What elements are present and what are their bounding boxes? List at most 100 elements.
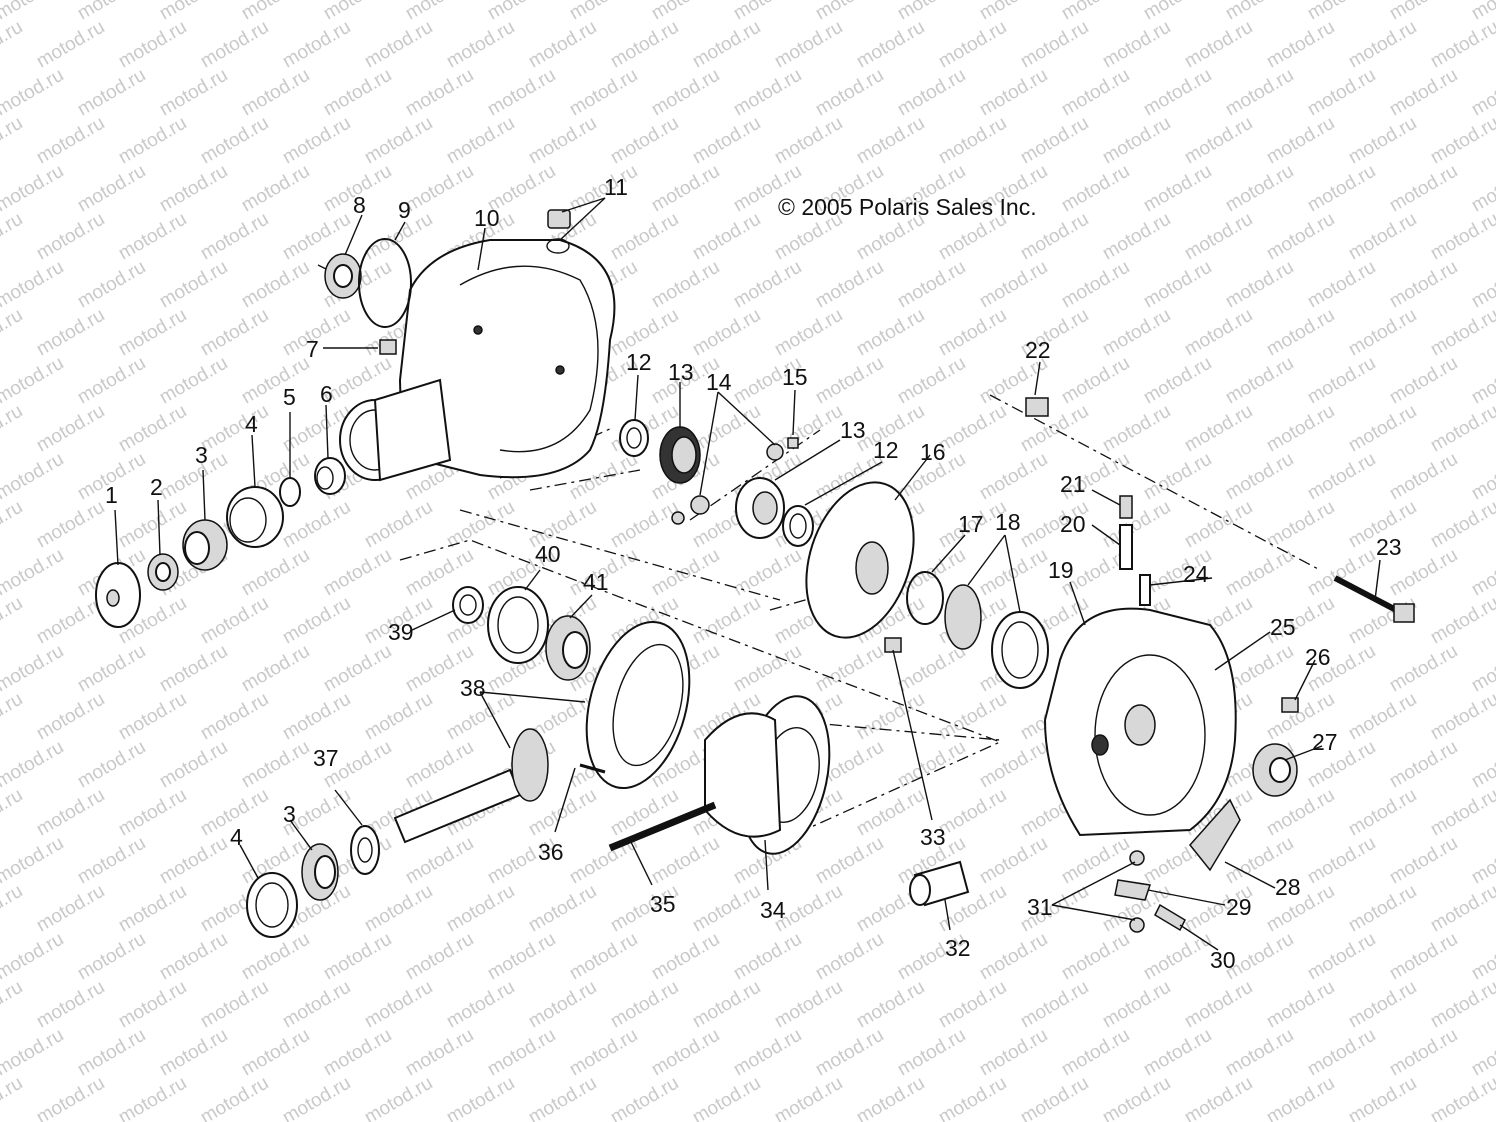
watermark-text: motod.ru: [115, 689, 190, 745]
watermark-text: motod.ru: [607, 977, 682, 1033]
watermark-text: motod.ru: [0, 401, 26, 457]
watermark-text: motod.ru: [812, 1025, 887, 1081]
watermark-text: motod.ru: [1099, 1073, 1174, 1122]
watermark-text: motod.ru: [443, 17, 518, 73]
watermark-text: motod.ru: [935, 785, 1010, 841]
watermark-text: motod.ru: [1058, 65, 1133, 121]
watermark-text: motod.ru: [1181, 209, 1256, 265]
watermark-text: motod.ru: [1263, 305, 1338, 361]
watermark-text: motod.ru: [1140, 161, 1215, 217]
washer-12-a: [619, 419, 649, 457]
screw-15: [787, 437, 799, 449]
washer-37: [350, 825, 380, 875]
pinion-shaft-38: [393, 728, 549, 844]
watermark-text: motod.ru: [115, 785, 190, 841]
watermark-text: motod.ru: [238, 353, 313, 409]
watermark-text: motod.ru: [730, 545, 805, 601]
watermark-text: motod.ru: [935, 689, 1010, 745]
watermark-text: motod.ru: [730, 65, 805, 121]
watermark-text: motod.ru: [730, 257, 805, 313]
callout-34: 34: [760, 897, 786, 923]
watermark-text: motod.ru: [1386, 1025, 1461, 1081]
watermark-text: motod.ru: [1345, 689, 1420, 745]
watermark-text: motod.ru: [689, 1073, 764, 1122]
watermark-text: motod.ru: [361, 689, 436, 745]
watermark-text: motod.ru: [771, 977, 846, 1033]
watermark-text: motod.ru: [1140, 1025, 1215, 1081]
watermark-text: motod.ru: [525, 1073, 600, 1122]
watermark-text: motod.ru: [238, 257, 313, 313]
watermark-text: motod.ru: [1058, 0, 1133, 24]
watermark-text: motod.ru: [279, 689, 354, 745]
watermark-text: motod.ru: [33, 689, 108, 745]
watermark-text: motod.ru: [1468, 353, 1496, 409]
gear-13-a: [659, 426, 701, 484]
watermark-text: motod.ru: [115, 881, 190, 937]
pin-35: [608, 801, 717, 852]
callout-leaders: [114, 197, 1381, 951]
watermark-text: motod.ru: [689, 977, 764, 1033]
watermark-text: motod.ru: [1386, 737, 1461, 793]
watermark-text: motod.ru: [853, 305, 928, 361]
watermark-text: motod.ru: [0, 977, 26, 1033]
watermark-text: motod.ru: [156, 833, 231, 889]
callout-27: 27: [1312, 729, 1338, 755]
watermark-text: motod.ru: [1222, 353, 1297, 409]
watermark-text: motod.ru: [0, 17, 26, 73]
watermark-text: motod.ru: [197, 17, 272, 73]
watermark-text: motod.ru: [1140, 929, 1215, 985]
watermark-text: motod.ru: [1181, 497, 1256, 553]
watermark-text: motod.ru: [1468, 449, 1496, 505]
watermark-text: motod.ru: [115, 401, 190, 457]
watermark-text: motod.ru: [1222, 161, 1297, 217]
callout-16: 16: [920, 439, 946, 465]
callout-18: 18: [995, 509, 1021, 535]
callout-15: 15: [782, 364, 808, 390]
watermark-text: motod.ru: [0, 737, 67, 793]
bushing-32: [909, 860, 970, 907]
watermark-text: motod.ru: [0, 593, 26, 649]
callout-5: 5: [283, 384, 296, 410]
watermark-text: motod.ru: [156, 929, 231, 985]
watermark-text: motod.ru: [894, 1025, 969, 1081]
watermark-text: motod.ru: [1099, 113, 1174, 169]
watermark-text: motod.ru: [484, 65, 559, 121]
watermark-text: motod.ru: [1058, 1025, 1133, 1081]
bearing-3-bottom: [301, 843, 339, 901]
watermark-text: motod.ru: [156, 0, 231, 24]
screw-30: [1154, 903, 1186, 932]
watermark-text: motod.ru: [648, 545, 723, 601]
watermark-text: motod.ru: [115, 209, 190, 265]
watermark-text: motod.ru: [0, 65, 67, 121]
watermark-text: motod.ru: [976, 1025, 1051, 1081]
watermark-text: motod.ru: [361, 17, 436, 73]
watermark-text: motod.ru: [156, 257, 231, 313]
watermark-text: motod.ru: [812, 257, 887, 313]
watermark-text: motod.ru: [361, 977, 436, 1033]
watermark-text: motod.ru: [648, 1025, 723, 1081]
watermark-text: motod.ru: [1386, 161, 1461, 217]
watermark-text: motod.ru: [1263, 1073, 1338, 1122]
watermark-text: motod.ru: [1427, 785, 1496, 841]
watermark-text: motod.ru: [484, 0, 559, 24]
watermark-text: motod.ru: [0, 881, 26, 937]
housing-left: [339, 239, 616, 482]
watermark-text: motod.ru: [74, 0, 149, 24]
plug-11: [546, 209, 571, 254]
watermark-text: motod.ru: [853, 785, 928, 841]
callout-17: 17: [958, 511, 984, 537]
watermark-text: motod.ru: [1468, 833, 1496, 889]
watermark-text: motod.ru: [1427, 593, 1496, 649]
callout-10: 10: [474, 205, 500, 231]
watermark-text: motod.ru: [1017, 113, 1092, 169]
screw-26: [1281, 697, 1299, 713]
watermark-text: motod.ru: [1058, 929, 1133, 985]
watermark-text: motod.ru: [1099, 497, 1174, 553]
callout-41: 41: [583, 569, 609, 595]
watermark-text: motod.ru: [525, 17, 600, 73]
watermark-text: motod.ru: [1345, 305, 1420, 361]
watermark-text: motod.ru: [689, 881, 764, 937]
watermark-text: motod.ru: [1263, 209, 1338, 265]
watermark-text: motod.ru: [1427, 113, 1496, 169]
watermark-text: motod.ru: [935, 305, 1010, 361]
